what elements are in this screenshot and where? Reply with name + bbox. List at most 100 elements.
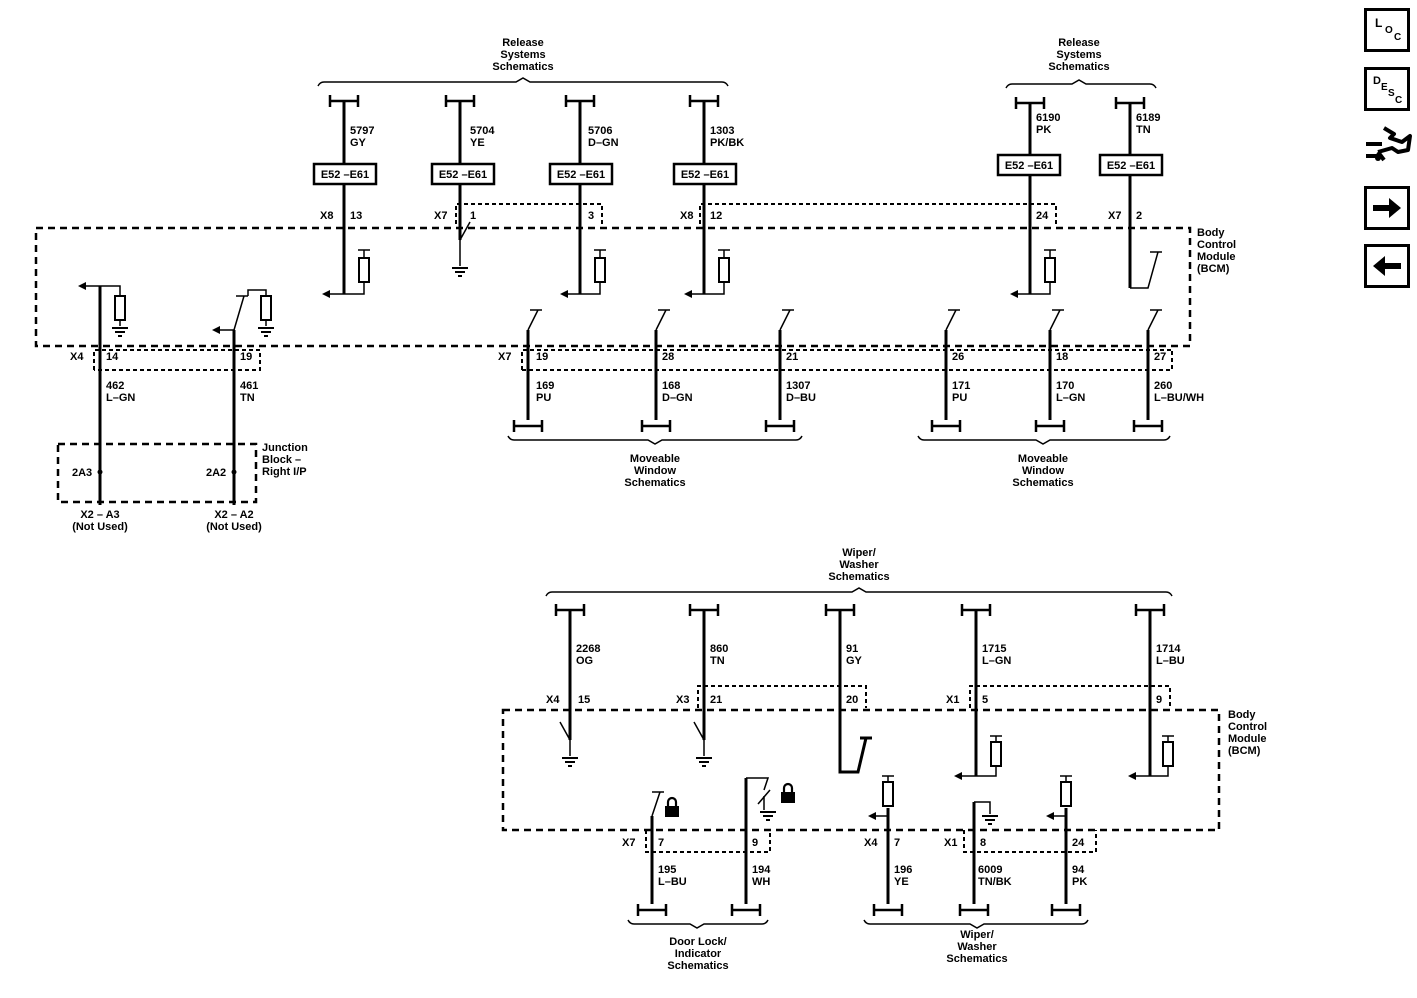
circuit-number: 94	[1072, 864, 1085, 876]
circuit-number: 6190	[1036, 112, 1060, 124]
pin-number: 28	[662, 351, 674, 363]
lower-left-labels: X4 14 19 462 L–GN 461 TN	[70, 349, 261, 404]
doorlock-title-3: Schematics	[667, 960, 728, 972]
terminal-note: (Not Used)	[206, 521, 262, 533]
wire-color: TN	[1136, 124, 1151, 136]
top-wires	[342, 101, 1132, 294]
release-title-a-1: Release	[502, 37, 544, 49]
release-title-b-1: Release	[1058, 37, 1100, 49]
circuit-number: 5706	[588, 125, 612, 137]
bcm-title-top-3: Module	[1197, 251, 1236, 263]
window-title-b-3: Schematics	[1012, 477, 1073, 489]
circuit-number: 194	[752, 864, 771, 876]
splice-label: E52 –E61	[1107, 160, 1155, 172]
desc-letter-e: E	[1381, 82, 1388, 93]
wire-color: D–GN	[662, 392, 693, 404]
wiper-title-top-1: Wiper/	[842, 547, 876, 559]
circuit-number: 91	[846, 643, 858, 655]
release-title-b-3: Schematics	[1048, 61, 1109, 73]
pin-number: 3	[588, 210, 594, 222]
wire-color: PK	[1072, 876, 1087, 888]
bcm-module-top: Body Control Module (BCM)	[34, 221, 1236, 505]
wire-color: PK	[1036, 124, 1051, 136]
wire-color: TN/BK	[978, 876, 1012, 888]
circuit-number: 170	[1056, 380, 1074, 392]
connector-label: X7	[498, 351, 511, 363]
wire-color: YE	[894, 876, 909, 888]
connector-label: X8	[680, 210, 693, 222]
circuit-number: 195	[658, 864, 676, 876]
circuit-number: 1714	[1156, 643, 1181, 655]
pin-number: 27	[1154, 351, 1166, 363]
desc-letter-d: D	[1373, 75, 1381, 87]
arrow-left-icon	[1373, 256, 1401, 276]
previous-page-button[interactable]	[1364, 244, 1410, 288]
circuit-number: 1307	[786, 380, 810, 392]
bcm-title-bottom-4: (BCM)	[1228, 745, 1261, 757]
pin-number: 18	[1056, 351, 1068, 363]
window-title-a-2: Window	[634, 465, 676, 477]
connector-label: X7	[434, 210, 447, 222]
wiper-washer-group-top: Wiper/ Washer Schematics 2268 OG 860 TN …	[545, 547, 1185, 776]
circuit-number: 169	[536, 380, 554, 392]
wire-color: PU	[536, 392, 551, 404]
bcm-title-bottom-1: Body	[1228, 709, 1256, 721]
connector-label: X1	[944, 837, 957, 849]
wire-color: PK/BK	[710, 137, 744, 149]
cavity-label: 2A3	[72, 467, 92, 479]
location-button[interactable]: L O C	[1364, 8, 1410, 52]
bcm-title-top-1: Body	[1197, 227, 1225, 239]
bcm-title-bottom-3: Module	[1228, 733, 1267, 745]
splice-label: E52 –E61	[439, 169, 487, 181]
description-button[interactable]: D E S C	[1364, 67, 1410, 111]
loc-letter-l: L	[1375, 16, 1382, 30]
connector-label: X7	[1108, 210, 1121, 222]
wire-color: L–BU/WH	[1154, 392, 1204, 404]
wire-color: PU	[952, 392, 967, 404]
wire-color: L–BU	[1156, 655, 1185, 667]
pin-number: 20	[846, 694, 858, 706]
splice-label: E52 –E61	[557, 169, 605, 181]
circuit-number: 462	[106, 380, 124, 392]
wire-color: GY	[350, 137, 367, 149]
wiper-title-bottom-2: Washer	[957, 941, 997, 953]
connector-label: X4	[864, 837, 878, 849]
doorlock-title-1: Door Lock/	[669, 936, 726, 948]
bcm-title-top-2: Control	[1197, 239, 1236, 251]
wire-color: YE	[470, 137, 485, 149]
junction-title-2: Block –	[262, 454, 301, 466]
bcm-title-bottom-2: Control	[1228, 721, 1267, 733]
pin-number: 7	[658, 837, 664, 849]
pin-number: 9	[752, 837, 758, 849]
circuit-number: 1715	[982, 643, 1006, 655]
circuit-number: 260	[1154, 380, 1172, 392]
pin-number: 24	[1072, 837, 1085, 849]
connector-end-view-icon[interactable]	[1362, 122, 1414, 170]
release-systems-group-a: Release Systems Schematics	[317, 37, 729, 109]
window-title-b-2: Window	[1022, 465, 1064, 477]
junction-title-3: Right I/P	[262, 466, 307, 478]
circuit-number: 6189	[1136, 112, 1160, 124]
next-page-button[interactable]	[1364, 186, 1410, 230]
wire-color: L–GN	[1056, 392, 1085, 404]
pin-number: 24	[1036, 210, 1049, 222]
pin-number: 19	[536, 351, 548, 363]
doorlock-title-2: Indicator	[675, 948, 722, 960]
pin-number: 12	[710, 210, 722, 222]
connector-label: X4	[70, 351, 84, 363]
pin-number: 26	[952, 351, 964, 363]
pin-number: 5	[982, 694, 988, 706]
circuit-number: 5797	[350, 125, 374, 137]
circuit-number: 6009	[978, 864, 1002, 876]
wire-color: OG	[576, 655, 593, 667]
arrow-right-icon	[1373, 198, 1401, 218]
window-title-b-1: Moveable	[1018, 453, 1068, 465]
window-title-a-1: Moveable	[630, 453, 680, 465]
splice-boxes: E52 –E61 E52 –E61 E52 –E61 E52 –E61 E52 …	[312, 153, 1164, 186]
connector-label: X3	[676, 694, 689, 706]
wire-color: D–GN	[588, 137, 619, 149]
release-title-a-3: Schematics	[492, 61, 553, 73]
loc-letter-o: O	[1385, 25, 1393, 36]
splice-label: E52 –E61	[681, 169, 729, 181]
